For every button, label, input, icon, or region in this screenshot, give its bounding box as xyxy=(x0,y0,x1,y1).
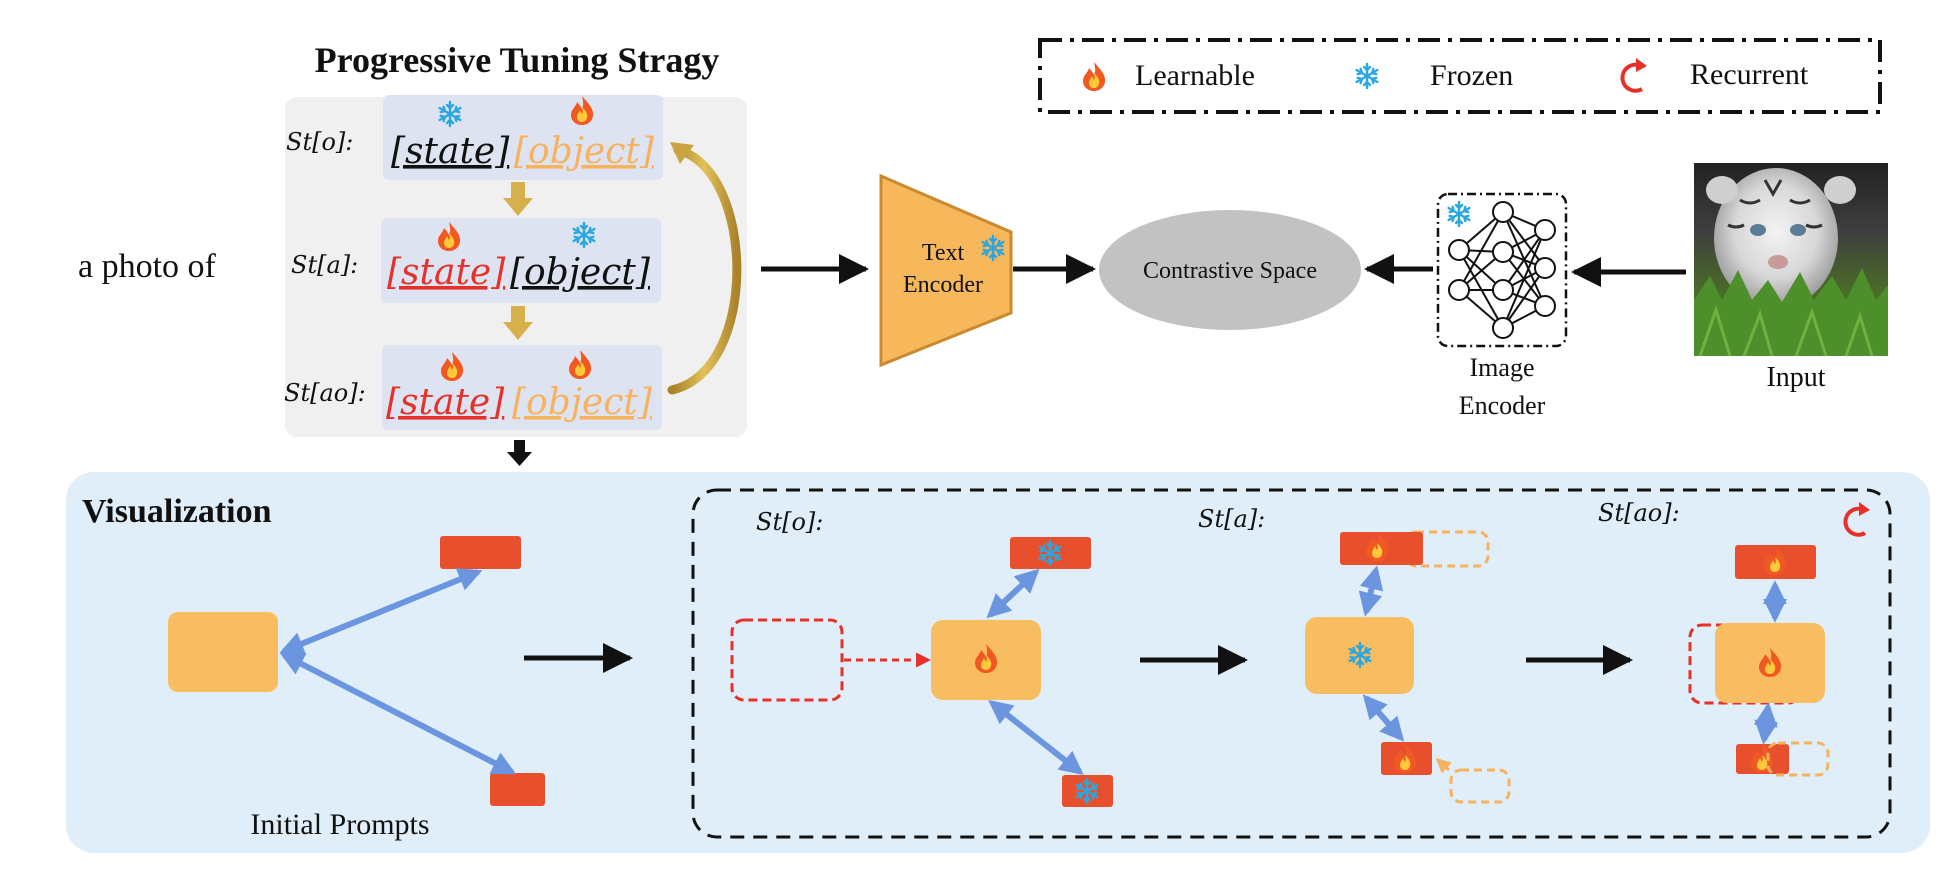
image-encoder-box xyxy=(1436,192,1568,348)
stage-label: St[a]: xyxy=(1198,505,1265,533)
gold-arrow-down xyxy=(503,182,533,216)
image-encoder-line1: Image xyxy=(1470,353,1535,382)
snowflake-icon xyxy=(1355,62,1379,90)
object-ghost-box xyxy=(1766,741,1830,777)
state-token: [state] xyxy=(387,252,506,293)
row-label: St[o]: xyxy=(286,128,353,156)
recurrent-curve-arrowhead xyxy=(670,142,694,164)
blue-distance-arrow xyxy=(1358,565,1384,617)
neural-network-icon xyxy=(1448,201,1556,339)
text-encoder-line2: Encoder xyxy=(903,272,983,298)
blue-distance-arrow xyxy=(986,568,1040,619)
state-token-box xyxy=(490,773,545,806)
object-token: [object] xyxy=(514,131,655,172)
contrastive-space-label: Contrastive Space xyxy=(1143,258,1317,284)
row-label: St[a]: xyxy=(291,251,358,279)
stage-label: St[o]: xyxy=(756,508,823,536)
stage-a: St[a]: xyxy=(1198,505,1511,804)
down-arrow xyxy=(507,440,532,466)
stage-ao: St[ao]: xyxy=(1598,499,1830,777)
stage-o: St[o]: xyxy=(730,508,1113,807)
text-encoder: Text Encoder xyxy=(879,173,1013,368)
prompt-row-o: St[o]: [state] [object] xyxy=(286,95,663,180)
recurrent-curve-arrow xyxy=(667,145,742,395)
prefix-text: a photo of xyxy=(78,248,217,285)
initial-prompts-group: Initial Prompts xyxy=(168,536,545,841)
contrastive-space-ellipse xyxy=(1099,210,1361,330)
legend-learnable: Learnable xyxy=(1135,59,1255,92)
prompt-row-a: St[a]: [state] [object] xyxy=(291,218,661,303)
object-ghost-box xyxy=(1449,768,1511,804)
input-label: Input xyxy=(1766,362,1825,393)
row-label: St[ao]: xyxy=(284,379,366,407)
image-encoder: Image Encoder xyxy=(1436,192,1568,420)
blue-distance-arrow xyxy=(1362,694,1405,742)
object-prompt-box xyxy=(168,612,278,692)
tiger-photo xyxy=(1694,163,1888,357)
legend: Learnable Frozen Recurrent xyxy=(1038,38,1882,114)
previous-object-ghost xyxy=(730,618,844,702)
recurrent-icon xyxy=(1843,502,1870,537)
state-token: [state] xyxy=(386,382,505,423)
legend-recurrent: Recurrent xyxy=(1690,58,1809,91)
image-encoder-line2: Encoder xyxy=(1459,391,1546,420)
legend-frozen: Frozen xyxy=(1430,59,1513,92)
text-encoder-shape xyxy=(879,173,1013,368)
object-token: [object] xyxy=(512,382,653,423)
stage-label: St[ao]: xyxy=(1598,499,1680,527)
gold-arrow-down xyxy=(503,306,533,340)
blue-distance-arrow xyxy=(279,568,483,655)
orange-shift-arrow xyxy=(1435,757,1452,774)
blue-distance-arrow xyxy=(279,652,517,775)
initial-prompts-label: Initial Prompts xyxy=(250,808,429,841)
blue-distance-arrow xyxy=(1753,702,1779,745)
blue-distance-arrow xyxy=(988,700,1084,775)
prompt-row-ao: St[ao]: [state] [object] xyxy=(284,345,662,430)
state-token: [state] xyxy=(391,131,510,172)
object-ghost-box xyxy=(1404,530,1490,568)
text-encoder-line1: Text xyxy=(922,240,965,266)
object-token: [object] xyxy=(510,252,651,293)
recurrent-icon xyxy=(1620,58,1647,93)
visualization-title: Visualization xyxy=(82,493,272,530)
state-token-box xyxy=(440,536,521,569)
legend-border xyxy=(1038,38,1882,114)
main-title: Progressive Tuning Stragy xyxy=(315,40,720,80)
fire-icon xyxy=(1083,62,1106,91)
stages-box xyxy=(691,488,1892,839)
